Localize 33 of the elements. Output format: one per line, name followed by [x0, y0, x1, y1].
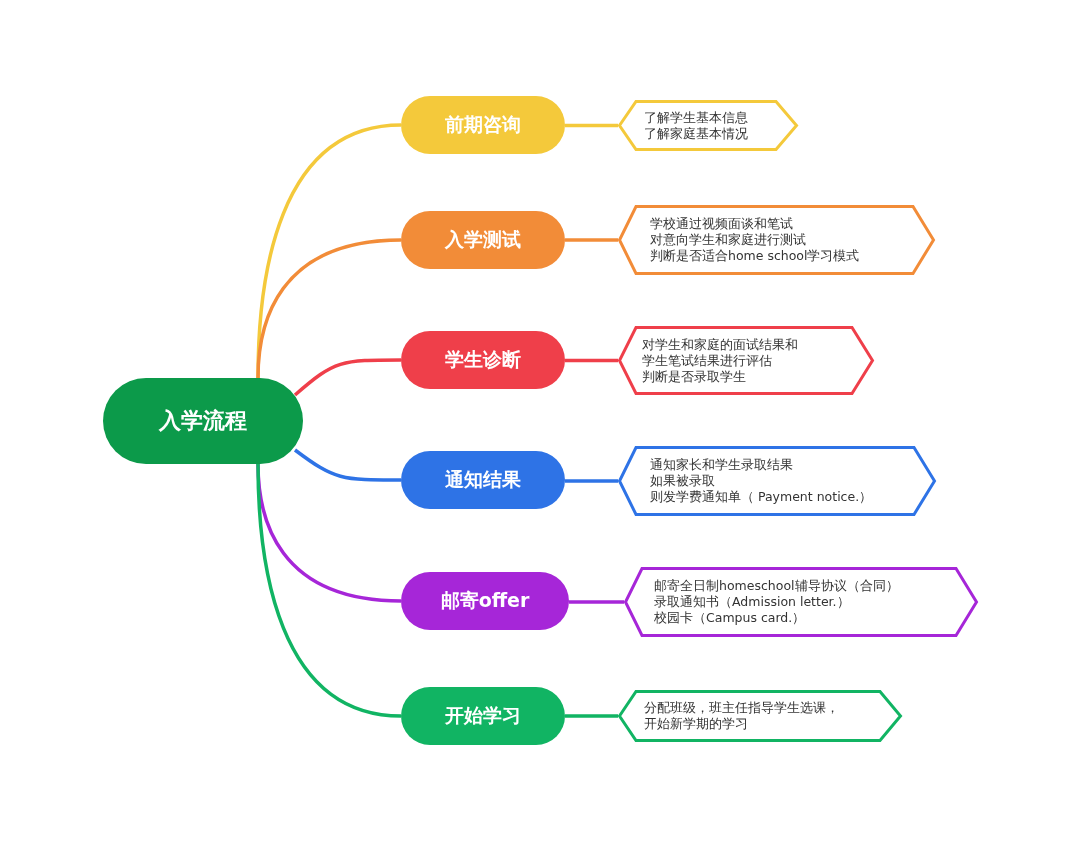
note-text: 学生笔试结果进行评估 — [642, 352, 773, 369]
note-text: 录取通知书（Admission letter.） — [654, 594, 851, 610]
note-text: 了解学生基本信息 — [644, 109, 749, 126]
note-text: 邮寄全日制homeschool辅导协议（合同） — [654, 578, 900, 594]
note-text: 通知家长和学生录取结果 — [650, 457, 794, 473]
topic-pill: 入学测试 — [401, 211, 565, 269]
note-text: 则发学费通知单（ Payment notice.） — [650, 489, 874, 505]
connector-line — [293, 448, 401, 482]
topic-pill: 开始学习 — [401, 687, 565, 745]
note-text: 分配班级，班主任指导学生选课， — [644, 700, 840, 716]
note-text: 学校通过视频面谈和笔试 — [650, 216, 794, 232]
topic-pill: 学生诊断 — [401, 331, 565, 389]
topic-pill: 邮寄offer — [401, 572, 569, 630]
connector-line — [565, 238, 618, 242]
note-text: 对学生和家庭的面试结果和 — [642, 336, 799, 353]
connector-line — [565, 123, 618, 128]
note-text: 如果被录取 — [650, 473, 716, 489]
connector-line — [256, 463, 402, 718]
note-text: 了解家庭基本情况 — [644, 125, 749, 142]
topic-pill: 通知结果 — [401, 451, 565, 509]
note-text: 判断是否录取学生 — [642, 368, 747, 385]
topic-pill: 前期咨询 — [401, 96, 565, 154]
connector-line — [565, 479, 618, 483]
connector-line — [293, 358, 401, 397]
note-text: 校园卡（Campus card.） — [654, 610, 807, 626]
connector-line — [256, 238, 402, 379]
connector-line — [569, 600, 624, 604]
note-text: 开始新学期的学习 — [644, 716, 749, 732]
note-text: 对意向学生和家庭进行测试 — [650, 232, 807, 248]
connector-line — [565, 714, 618, 718]
note-text: 判断是否适合home school学习模式 — [650, 248, 861, 264]
connector-line — [565, 358, 618, 363]
root-pill: 入学流程 — [103, 378, 303, 464]
